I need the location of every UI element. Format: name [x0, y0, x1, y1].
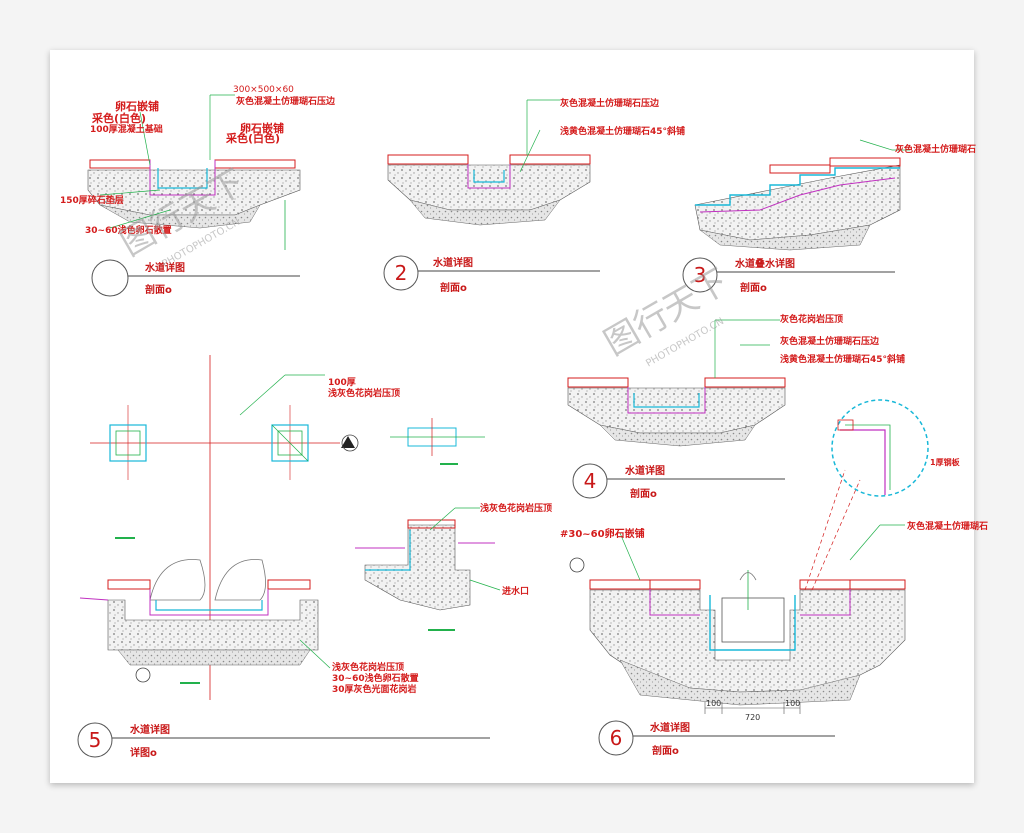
d2-label-2: 浅黄色混凝土仿珊瑚石45°斜铺: [560, 125, 685, 137]
d1-title: 水道详图: [144, 261, 185, 274]
d4-subtitle: 剖面o: [630, 487, 657, 500]
d5-title: 水道详图: [129, 723, 170, 736]
d5-label-1: 100厚: [328, 377, 356, 388]
d3-label-1: 灰色混凝土仿珊瑚石: [895, 143, 976, 155]
d1-label-2: 采色(白色): [91, 111, 146, 125]
d1-label-4: 灰色混凝土仿珊瑚石压边: [236, 95, 336, 107]
d5-label-6: 30~60浅色卵石散置: [332, 672, 419, 684]
d6-title: 水道详图: [649, 721, 690, 734]
detail-1: 卵石嵌铺 采色(白色) 100厚混凝土基础 灰色混凝土仿珊瑚石压边 卵石嵌铺 采…: [60, 85, 336, 297]
d6-label-1: #30~60卵石嵌铺: [560, 527, 645, 540]
d1-label-7: 150厚碎石垫层: [60, 194, 124, 206]
d3-subtitle: 剖面o: [740, 281, 767, 294]
d1-number-bubble: [91, 259, 129, 297]
d1-label-3: 100厚混凝土基础: [90, 123, 163, 135]
detail-2: 灰色混凝土仿珊瑚石压边 浅黄色混凝土仿珊瑚石45°斜铺 2 水道详图 剖面o: [383, 97, 685, 294]
d4-title: 水道详图: [624, 464, 665, 477]
d4-label-1: 灰色花岗岩压顶: [780, 313, 843, 325]
d5-label-2: 浅灰色花岗岩压顶: [328, 387, 400, 399]
d6-subtitle: 剖面o: [652, 744, 679, 757]
d4-label-2: 灰色混凝土仿珊瑚石压边: [780, 335, 880, 347]
d4-number: 4: [584, 469, 597, 493]
d5-number: 5: [89, 728, 102, 752]
d5-inlet-label: 进水口: [502, 585, 529, 597]
d5-label-4: 浅灰色花岗岩压顶: [480, 502, 552, 514]
d2-subtitle: 剖面o: [440, 281, 467, 294]
detail-3: 灰色混凝土仿珊瑚石 3 水道叠水详图 剖面o: [682, 139, 976, 294]
d1-label-1: 卵石嵌铺: [115, 99, 159, 113]
d2-number: 2: [395, 261, 408, 285]
d1-label-5: 卵石嵌铺: [240, 121, 284, 135]
d6-number: 6: [610, 726, 623, 750]
d6-label-3: 1厚钢板: [930, 457, 961, 467]
d3-number: 3: [694, 263, 707, 287]
detail-4: 灰色花岗岩压顶 灰色混凝土仿珊瑚石压边 浅黄色混凝土仿珊瑚石45°斜铺 4 水道…: [567, 313, 905, 500]
d1-label-6: 采色(白色): [225, 131, 280, 145]
d5-label-5: 浅灰色花岗岩压顶: [332, 661, 404, 673]
d1-subtitle: 剖面o: [145, 283, 172, 296]
d6-dim-left: 100: [706, 699, 721, 708]
d1-label-8: 30~60浅色卵石散置: [85, 224, 172, 236]
d5-subtitle: 详图o: [130, 746, 157, 759]
d3-title: 水道叠水详图: [734, 257, 795, 270]
detail-5: 100厚 浅灰色花岗岩压顶 浅灰色花岗岩压顶 30~60浅色卵石散置 30厚灰色…: [77, 355, 552, 759]
detail-6: 1厚钢板 #30~60卵石嵌铺 灰色混凝土仿珊瑚石 100 720 100 6 …: [560, 399, 988, 757]
d6-label-2: 灰色混凝土仿珊瑚石: [907, 520, 988, 532]
d6-dim-mid: 720: [745, 713, 760, 722]
d4-label-3: 浅黄色混凝土仿珊瑚石45°斜铺: [780, 353, 905, 365]
d2-label-1: 灰色混凝土仿珊瑚石压边: [560, 97, 660, 109]
d6-dim-right: 100: [785, 699, 800, 708]
d5-label-7: 30厚灰色光面花岗岩: [332, 683, 417, 695]
d2-title: 水道详图: [432, 256, 473, 269]
d1-size-note: 300×500×60: [233, 85, 294, 95]
